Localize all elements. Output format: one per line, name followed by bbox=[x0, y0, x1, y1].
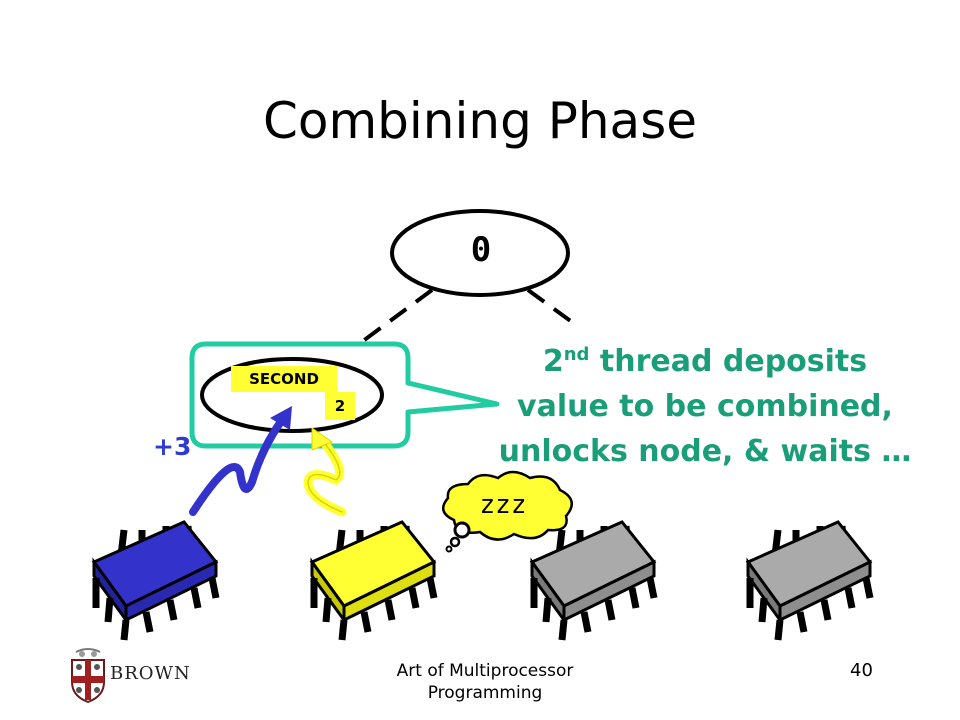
slide-title: Combining Phase bbox=[262, 92, 698, 150]
thread-chip-gray-1-icon bbox=[529, 520, 658, 641]
increment-label: +3 bbox=[153, 432, 192, 461]
sleep-label: zzz bbox=[479, 490, 527, 520]
callout-text: 2nd thread deposits value to be combined… bbox=[470, 332, 940, 474]
callout-line-1-rest: thread deposits bbox=[589, 344, 868, 379]
yellow-thread-arrow bbox=[303, 427, 347, 517]
node-status-tag: SECOND bbox=[231, 366, 337, 392]
tree-edge-left bbox=[338, 288, 434, 360]
page-number: 40 bbox=[850, 660, 873, 681]
callout-line-3: unlocks node, & waits … bbox=[498, 434, 912, 469]
root-node-value: 0 bbox=[470, 230, 492, 270]
thread-chip-gray-2-icon bbox=[745, 520, 874, 641]
thread-chip-yellow-icon bbox=[309, 520, 438, 641]
callout-ordinal: 2 bbox=[542, 344, 564, 379]
thought-cloud bbox=[441, 470, 573, 553]
brown-crest-icon bbox=[71, 648, 105, 704]
tree-edge-right bbox=[526, 288, 574, 324]
footer-title: Art of Multiprocessor Programming bbox=[396, 661, 574, 703]
blue-thread-arrow bbox=[189, 406, 292, 516]
node-second-value: 2 bbox=[325, 392, 355, 420]
root-node bbox=[390, 209, 570, 297]
callout-line-1: 2nd thread deposits bbox=[470, 332, 940, 384]
callout-ordinal-suffix: nd bbox=[563, 344, 590, 365]
brown-logo-text: BROWN bbox=[110, 663, 191, 684]
callout-line-2: value to be combined, bbox=[517, 389, 893, 424]
thread-chip-blue-icon bbox=[91, 520, 220, 641]
